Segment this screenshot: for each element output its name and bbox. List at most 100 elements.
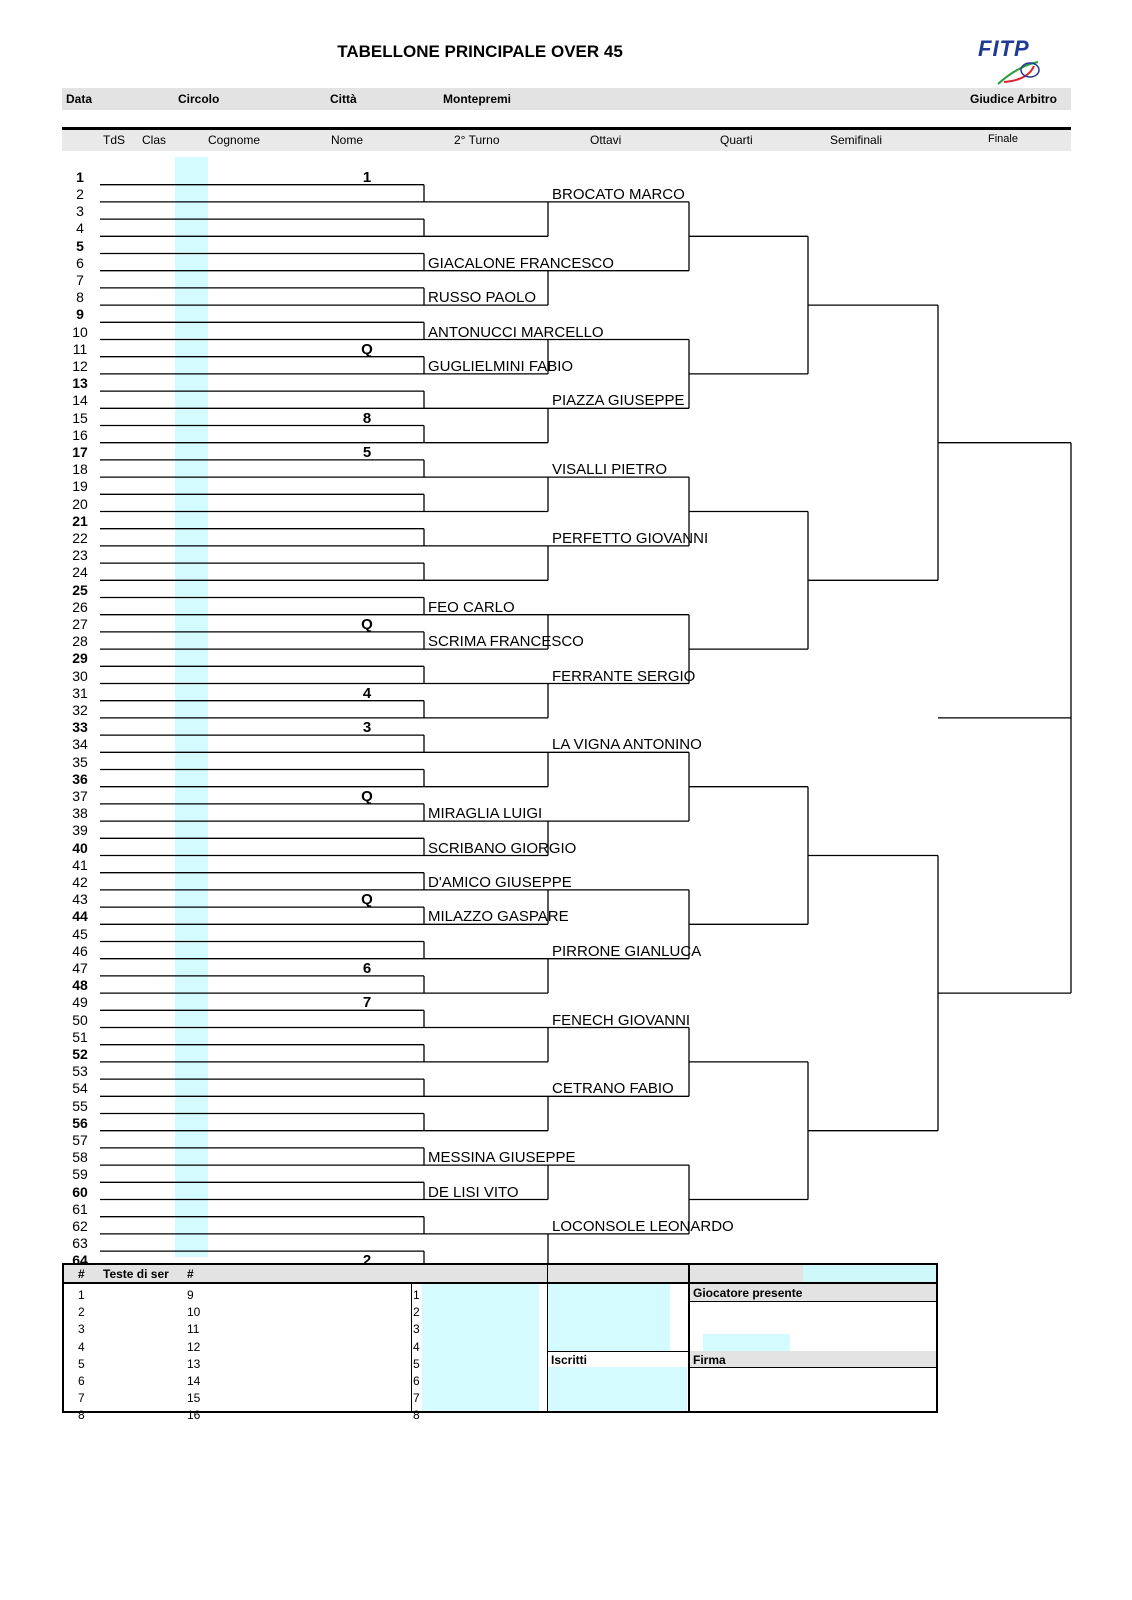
- row-number: 27: [72, 615, 88, 632]
- giocatore-presente-bar: [690, 1284, 936, 1302]
- seed-number-right: 14: [187, 1374, 201, 1388]
- row-number: 56: [72, 1114, 88, 1131]
- header-cyan-block: [803, 1265, 936, 1282]
- seed-label: Q: [361, 615, 373, 633]
- second-round-name: MIRAGLIA LUIGI: [428, 805, 543, 823]
- row-number: 11: [72, 340, 88, 357]
- seeds-table: [62, 1263, 938, 1413]
- seed-number-left: 6: [78, 1374, 85, 1388]
- row-number: 5: [76, 237, 84, 254]
- seed-number-left: 7: [78, 1391, 85, 1406]
- info-circolo: Circolo: [178, 92, 220, 106]
- second-round-name: SCRIBANO GIORGIO: [428, 839, 577, 857]
- row-number: 50: [72, 1011, 88, 1028]
- row-number: 55: [72, 1097, 88, 1114]
- seed-number-left: 2: [78, 1305, 85, 1320]
- seed-label: 5: [362, 443, 372, 461]
- row-number: 1: [76, 168, 84, 185]
- row-number: 7: [76, 271, 84, 288]
- ottavi-name: PIAZZA GIUSEPPE: [552, 392, 685, 410]
- table-header-line: [64, 1282, 938, 1284]
- row-number: 52: [72, 1045, 88, 1062]
- row-number: 58: [72, 1149, 88, 1166]
- row-number: 26: [72, 598, 88, 615]
- seed-label: Q: [361, 787, 373, 805]
- seed-number-right: 12: [187, 1339, 201, 1354]
- row-number: 42: [72, 873, 88, 890]
- row-number: 17: [72, 443, 88, 460]
- row-number: 34: [72, 736, 88, 753]
- row-number: 62: [72, 1217, 88, 1234]
- col-secondo-turno: 2° Turno: [454, 133, 500, 147]
- seed-number-mid: 4: [413, 1339, 420, 1354]
- seed-number-left: 1: [78, 1288, 85, 1302]
- seed-number-mid: 3: [413, 1322, 420, 1337]
- second-round-name: GIACALONE FRANCESCO: [428, 254, 614, 272]
- row-number: 61: [72, 1200, 88, 1217]
- row-number: 59: [72, 1166, 88, 1183]
- table-hash: #: [78, 1267, 85, 1281]
- row-number: 15: [72, 409, 88, 426]
- row-number: 41: [72, 856, 88, 873]
- info-citta: Città: [330, 92, 357, 106]
- row-number: 30: [72, 667, 88, 684]
- second-round-name: MESSINA GIUSEPPE: [428, 1149, 576, 1167]
- second-round-name: ANTONUCCI MARCELLO: [428, 323, 604, 341]
- row-number: 28: [72, 633, 88, 650]
- seed-label: 2: [362, 1252, 372, 1270]
- seed-label: 3: [362, 719, 372, 737]
- second-round-name: D'AMICO GIUSEPPE: [428, 873, 572, 891]
- fitp-logo: FITP: [968, 36, 1058, 88]
- row-number: 9: [76, 306, 84, 323]
- row-number: 3: [76, 203, 84, 220]
- table-cyan-col-3: [548, 1367, 687, 1411]
- col-quarti: Quarti: [720, 133, 753, 147]
- second-round-name: MILAZZO GASPARE: [428, 908, 569, 926]
- seed-number-left: 5: [78, 1356, 85, 1371]
- row-number: 23: [72, 547, 88, 564]
- row-number: 48: [72, 977, 88, 994]
- col-finale: Finale: [988, 133, 1018, 145]
- row-number: 31: [72, 684, 88, 701]
- row-number: 47: [72, 959, 88, 976]
- row-number: 14: [72, 392, 88, 409]
- row-number: 60: [72, 1183, 88, 1200]
- seed-number-left: 3: [78, 1322, 85, 1337]
- firma-label: Firma: [693, 1353, 726, 1367]
- row-number: 16: [72, 426, 88, 443]
- second-round-name: RUSSO PAOLO: [428, 289, 537, 307]
- table-cyan-small: [703, 1334, 790, 1351]
- ottavi-name: PERFETTO GIOVANNI: [552, 529, 709, 547]
- seeds-table-header: [64, 1265, 688, 1282]
- ottavi-name: LOCONSOLE LEONARDO: [552, 1217, 734, 1235]
- col-ottavi: Ottavi: [590, 133, 622, 147]
- col-semifinali: Semifinali: [830, 133, 883, 147]
- row-number: 33: [72, 719, 88, 736]
- seed-number-mid: 8: [413, 1408, 420, 1423]
- seed-label: 4: [362, 684, 372, 702]
- seed-number-left: 8: [78, 1408, 85, 1423]
- seed-number-right: 10: [187, 1305, 201, 1320]
- seed-number-right: 15: [187, 1391, 201, 1406]
- row-number: 25: [72, 581, 88, 598]
- seed-number-mid: 5: [413, 1356, 420, 1371]
- seed-label: 6: [362, 959, 372, 977]
- row-number: 13: [72, 375, 88, 392]
- seed-number-right: 16: [187, 1408, 201, 1423]
- row-number: 10: [72, 323, 88, 340]
- second-round-name: GUGLIELMINI FABIO: [428, 357, 574, 375]
- row-number: 44: [72, 908, 88, 925]
- row-number: 2: [76, 185, 84, 202]
- row-number: 6: [76, 254, 84, 271]
- ottavi-name: FENECH GIOVANNI: [552, 1011, 691, 1029]
- row-number: 29: [72, 650, 88, 667]
- row-number: 39: [72, 822, 88, 839]
- row-number: 18: [72, 461, 88, 478]
- ottavi-name: CETRANO FABIO: [552, 1080, 674, 1098]
- row-number: 37: [72, 787, 88, 804]
- ottavi-name: BROCATO MARCO: [552, 185, 685, 203]
- seed-number-right: 13: [187, 1356, 201, 1371]
- row-number: 38: [72, 805, 88, 822]
- row-number: 54: [72, 1080, 88, 1097]
- row-number: 12: [72, 357, 88, 374]
